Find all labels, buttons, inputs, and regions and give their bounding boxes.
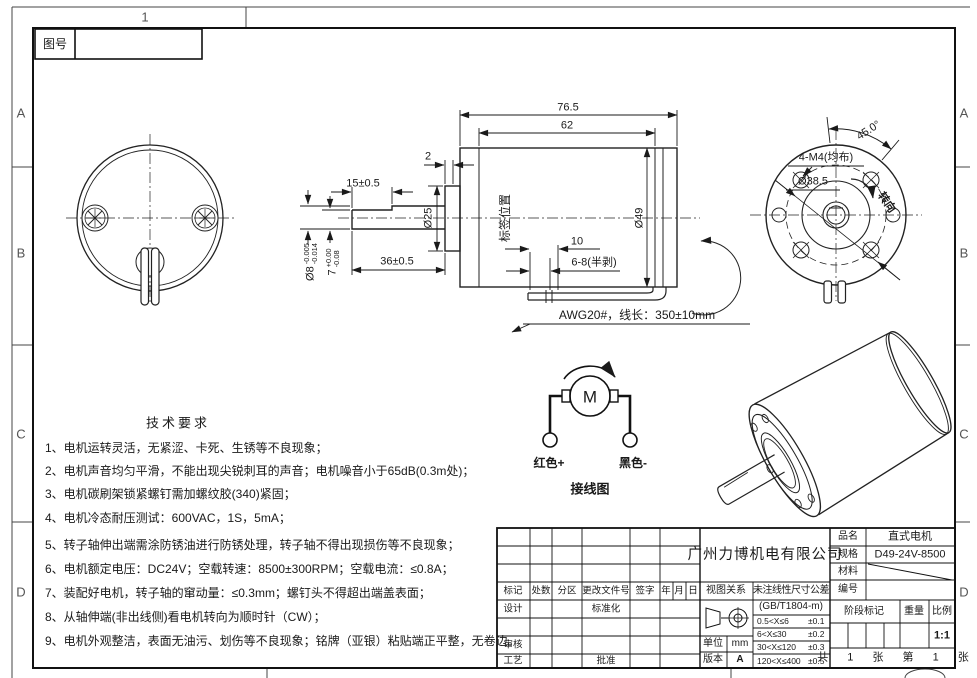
title-block-grid <box>496 527 956 669</box>
zone-row-a-left: A <box>16 105 26 121</box>
company-name: 广州力博机电有限公司 <box>687 546 843 563</box>
unit-label: 单位 <box>703 638 723 649</box>
rev-header-count: 处数 <box>531 585 551 597</box>
sheet-frame <box>11 6 970 678</box>
unit-value: mm <box>731 638 749 649</box>
screw-right <box>191 204 219 232</box>
sheet-count: 共 1 张 第 1 张 <box>817 651 973 664</box>
tech-requirements-title: 技术要求 <box>145 415 211 431</box>
drawing-no-label: 图号 <box>42 37 68 51</box>
cell-standardize: 标准化 <box>591 603 621 615</box>
rev-header-day: 日 <box>688 585 698 597</box>
rev-header-year: 年 <box>661 585 671 597</box>
tech-item-2: 2、电机声音均匀平滑，不能出现尖锐刺耳的声音；电机噪音小于65dB(0.3m处)… <box>45 464 475 478</box>
tech-item-9: 9、电机外观整洁，表面无油污、划伤等不良现象；铭牌（亚银）粘贴端正平整，无卷边。 <box>45 634 520 648</box>
rev-header-sign: 签字 <box>635 585 655 597</box>
rev-header-zone: 分区 <box>557 585 577 597</box>
dim-mount-holes: 4-M4(均布) <box>798 151 854 164</box>
view-relation-label: 视图关系 <box>706 585 746 596</box>
tech-item-8: 8、从轴伸端(非出线侧)看电机转向为顺时针（CW）； <box>45 610 326 624</box>
screw-left <box>81 204 109 232</box>
tech-item-6: 6、电机额定电压：DC24V；空载转速：8500±300RPM；空载电流：≤0.… <box>45 562 454 576</box>
mount-holes <box>771 171 901 259</box>
zone-row-b-left: B <box>16 245 26 261</box>
tolerance-standard: (GB/T1804-m) <box>759 601 823 612</box>
zone-row-d-left: D <box>16 584 26 600</box>
label-position-note: 标签位置 <box>498 193 512 243</box>
tol-val-3: ±0.3 <box>808 641 825 652</box>
tol-val-4: ±0.5 <box>808 655 825 666</box>
tol-val-2: ±0.2 <box>808 628 825 639</box>
zone-row-c-right: C <box>959 426 969 442</box>
version-value: A <box>736 654 744 665</box>
scale-label: 比例 <box>932 606 952 617</box>
dim-overall-length: 76.5 <box>557 101 579 114</box>
front-view <box>66 134 234 306</box>
inner-border <box>32 27 956 669</box>
zone-row-b-right: B <box>959 245 969 261</box>
dim-body-diameter: Ø49 <box>633 207 646 229</box>
dim-flat-length: 15±0.5 <box>346 177 380 190</box>
rev-header-doc: 更改文件号 <box>582 585 630 597</box>
wire-spec-note: AWG20#，线长：350±10mm <box>558 308 716 322</box>
dim-flat-height-tol: 7+0.00-0.08 <box>323 248 341 276</box>
rear-view-dimensions <box>774 116 901 281</box>
cell-design: 设计 <box>503 603 523 615</box>
tol-val-1: ±0.1 <box>808 615 825 626</box>
rear-view <box>750 129 922 304</box>
spec-value: D49-24V-8500 <box>874 548 946 561</box>
iso-view <box>717 331 952 518</box>
version-label: 版本 <box>703 654 723 665</box>
drawing-no-box <box>34 28 203 60</box>
projection-symbol <box>705 607 749 629</box>
tol-range-4: 120<X≤400 <box>757 655 801 666</box>
wiring-diagram <box>542 360 638 448</box>
tech-item-7: 7、装配好电机，转子轴的窜动量：≤0.3mm；螺钉头不得超出端盖表面； <box>45 586 431 600</box>
tol-range-1: 0.5<X≤6 <box>757 615 789 626</box>
dim-boss-thickness: 2 <box>424 150 432 163</box>
code-label: 编号 <box>838 584 858 595</box>
cell-check: 审核 <box>503 639 523 651</box>
dim-strip-note: 6-8(半剥) <box>571 256 617 269</box>
dim-shaft-diameter-tol: Ø8-0.005-0.014 <box>301 243 319 281</box>
zone-col-1: 1 <box>141 9 149 25</box>
tolerance-title: 未注线性尺寸公差 <box>753 585 830 596</box>
wire-black-label: 黑色- <box>619 456 647 470</box>
dim-strip-10: 10 <box>570 235 584 248</box>
spec-label: 规格 <box>838 549 858 560</box>
tech-item-5: 5、转子轴伸出端需涂防锈油进行防锈处理，转子轴不得出现损伤等不良现象； <box>45 538 460 552</box>
motor-symbol: M <box>582 387 598 407</box>
dim-shaft-length: 36±0.5 <box>380 255 414 268</box>
rev-header-mark: 标记 <box>503 585 523 597</box>
weight-label: 重量 <box>904 606 924 617</box>
dim-body-length: 62 <box>560 119 574 132</box>
zone-row-a-right: A <box>959 105 969 121</box>
material-label: 材料 <box>838 566 858 577</box>
side-view <box>338 147 742 316</box>
zone-row-c-left: C <box>16 426 26 442</box>
dim-boss-diameter: Ø25 <box>422 207 435 229</box>
tech-item-4: 4、电机冷态耐压测试：600VAC，1S，5mA； <box>45 511 291 525</box>
scale-value: 1:1 <box>934 629 950 642</box>
wire-red-label: 红色+ <box>533 456 565 470</box>
stage-mark-label: 阶段标记 <box>844 606 884 617</box>
wiring-caption: 接线图 <box>570 481 610 497</box>
cell-process: 工艺 <box>503 655 523 667</box>
product-name-value: 直式电机 <box>888 530 932 543</box>
tech-item-1: 1、电机运转灵活，无紧涩、卡死、生锈等不良现象； <box>45 441 328 455</box>
cell-approve: 批准 <box>596 655 616 667</box>
tol-range-2: 6<X≤30 <box>757 628 787 639</box>
dim-bolt-circle: Ø38.5 <box>798 175 828 188</box>
product-name-label: 品名 <box>838 531 858 542</box>
tech-item-3: 3、电机碳刷架锁紧螺钉需加螺纹胶(340)紧固； <box>45 487 296 501</box>
side-view-dimensions <box>300 110 750 333</box>
rev-header-month: 月 <box>674 585 684 597</box>
zone-row-d-right: D <box>959 584 969 600</box>
tol-range-3: 30<X≤120 <box>757 641 796 652</box>
